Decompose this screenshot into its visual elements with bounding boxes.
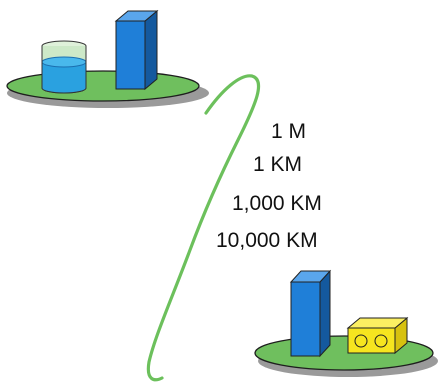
- bottom-site: [254, 269, 438, 377]
- top-platform: [6, 70, 200, 102]
- cup-icon: [41, 40, 87, 94]
- tower-icon: [114, 9, 159, 91]
- top-site: [6, 9, 209, 108]
- distance-label-1000km: 1,000 KM: [232, 192, 322, 215]
- distance-label-1km: 1 KM: [253, 153, 303, 176]
- distance-label-1m: 1 M: [271, 120, 307, 143]
- yellow-box-icon: [346, 316, 409, 355]
- tower-icon: [289, 269, 332, 358]
- distance-label-10000km: 10,000 KM: [216, 229, 318, 252]
- network-link-icon: [146, 74, 261, 382]
